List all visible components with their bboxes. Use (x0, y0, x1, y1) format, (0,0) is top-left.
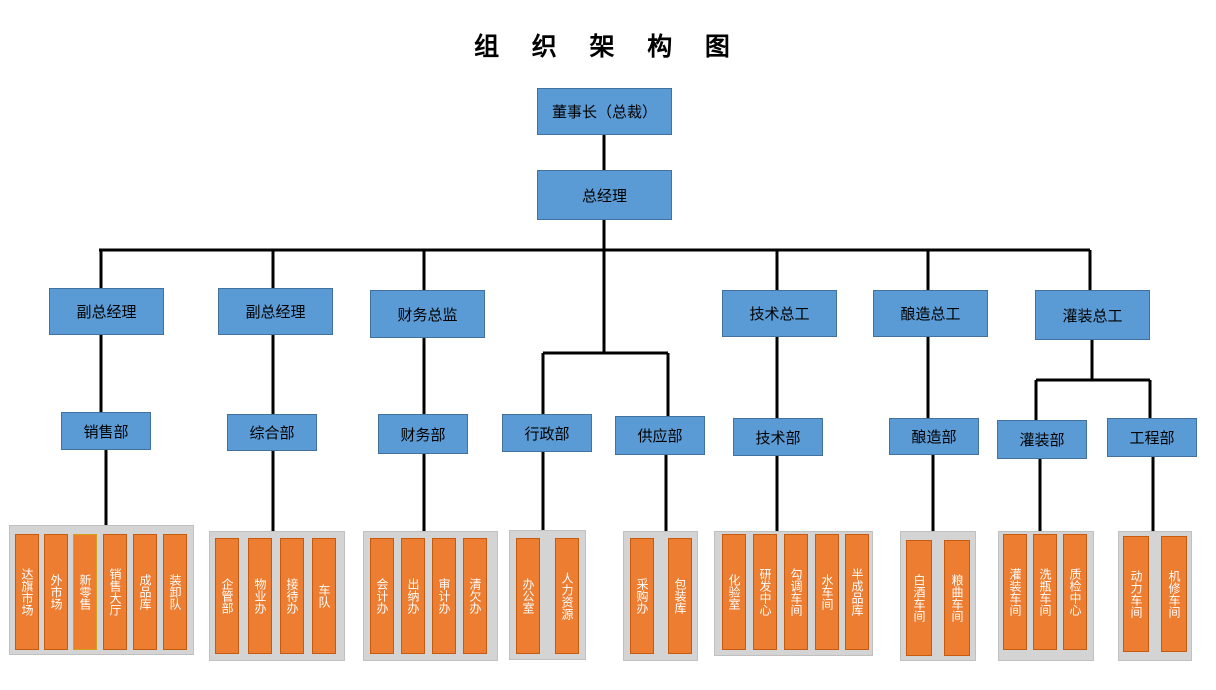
unit-box: 水车间 (815, 534, 839, 650)
unit-box: 研发中心 (753, 534, 777, 650)
unit-box: 物业办 (248, 538, 272, 654)
unit-box: 外市场 (44, 534, 68, 650)
unit-box: 新零售 (73, 534, 97, 650)
vp-box-brew: 酿造总工 (873, 290, 988, 337)
dept-admin: 行政部 (502, 414, 592, 452)
unit-box: 清欠办 (463, 538, 487, 654)
unit-box: 白酒车间 (906, 540, 932, 656)
dept-finance: 财务部 (378, 414, 468, 454)
unit-box: 洗瓶车间 (1033, 534, 1057, 650)
vp-box-finance: 财务总监 (370, 290, 485, 338)
dept-general: 综合部 (227, 414, 317, 451)
unit-box: 出纳办 (401, 538, 425, 654)
dept-tech: 技术部 (733, 418, 823, 456)
unit-box: 接待办 (280, 538, 304, 654)
vp-box-2: 副总经理 (218, 288, 333, 335)
unit-box: 销售大厅 (103, 534, 127, 650)
dept-filling: 灌装部 (997, 420, 1087, 459)
unit-box: 企管部 (215, 538, 239, 654)
dept-sales: 销售部 (61, 412, 151, 450)
unit-box: 包装库 (668, 538, 692, 654)
unit-box: 达旗市场 (15, 534, 39, 650)
unit-box: 装卸队 (163, 534, 187, 650)
unit-box: 勾调车间 (784, 534, 808, 650)
unit-box: 半成品库 (845, 534, 869, 650)
unit-box: 车队 (312, 538, 336, 654)
general-manager-box: 总经理 (537, 170, 672, 220)
unit-box: 审计办 (432, 538, 456, 654)
unit-box: 成品库 (133, 534, 157, 650)
vp-box-filling: 灌装总工 (1035, 290, 1150, 340)
vp-box-1: 副总经理 (49, 288, 164, 335)
vp-box-tech: 技术总工 (722, 290, 837, 337)
unit-box: 质检中心 (1063, 534, 1087, 650)
unit-box: 会计办 (370, 538, 394, 654)
unit-box: 办公室 (516, 538, 540, 654)
dept-engineering: 工程部 (1107, 418, 1197, 457)
unit-box: 化验室 (722, 534, 746, 650)
unit-box: 机修车间 (1161, 536, 1187, 652)
unit-box: 采购办 (630, 538, 654, 654)
unit-box: 动力车间 (1123, 536, 1149, 652)
chairman-box: 董事长（总裁） (537, 88, 672, 135)
dept-supply: 供应部 (615, 416, 705, 455)
unit-box: 人力资源 (555, 538, 579, 654)
unit-box: 粮曲车间 (944, 540, 970, 656)
unit-box: 灌装车间 (1003, 534, 1027, 650)
chart-title: 组 织 架 构 图 (474, 32, 742, 61)
dept-brew: 酿造部 (889, 418, 979, 455)
